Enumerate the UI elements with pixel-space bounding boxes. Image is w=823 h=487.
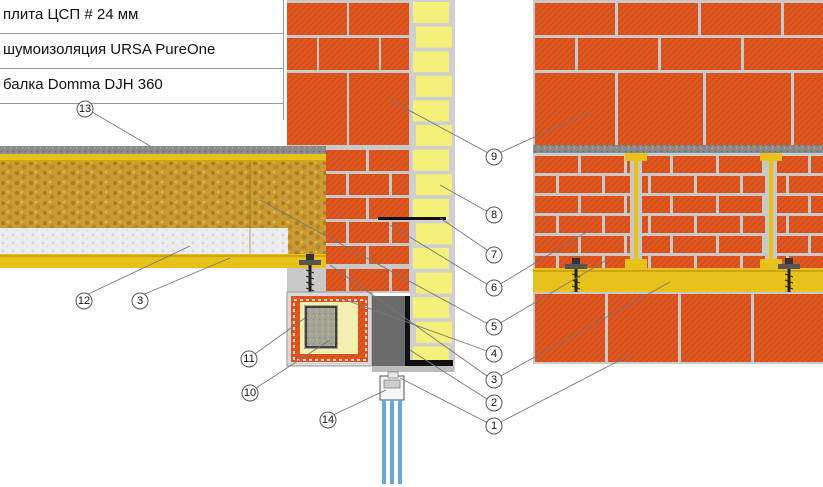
brick <box>697 176 740 193</box>
callout-12: 12 <box>75 292 93 310</box>
svg-text:3: 3 <box>491 374 497 386</box>
svg-text:13: 13 <box>79 103 91 115</box>
brick <box>789 216 823 233</box>
brick <box>743 176 786 193</box>
brick <box>535 236 578 253</box>
leader-lines <box>83 99 671 425</box>
svg-text:6: 6 <box>491 282 497 294</box>
facing-brick <box>413 297 449 319</box>
svg-text:10: 10 <box>244 387 256 399</box>
window-frame <box>379 371 405 484</box>
callout-10: 10 <box>241 384 259 402</box>
svg-text:11: 11 <box>243 353 254 365</box>
svg-text:8: 8 <box>491 209 497 221</box>
brick <box>811 196 823 213</box>
facing-brick-column <box>410 0 455 372</box>
brick <box>535 156 578 173</box>
callout-8: 8 <box>485 206 503 224</box>
brick <box>651 176 694 193</box>
facing-brick <box>413 51 449 73</box>
svg-text:3: 3 <box>137 295 143 307</box>
facing-brick <box>416 174 452 196</box>
svg-text:12: 12 <box>78 295 90 307</box>
svg-text:9: 9 <box>491 151 497 163</box>
callout-1: 1 <box>485 417 503 435</box>
brick <box>535 196 578 213</box>
brick <box>581 236 624 253</box>
brick <box>811 156 823 173</box>
facing-brick <box>413 198 449 220</box>
brick <box>535 216 556 233</box>
callout-2: 2 <box>485 394 503 412</box>
legend-table: плита ЦСП # 24 мм шумоизоляция URSA Pure… <box>0 0 284 120</box>
facing-brick <box>416 125 452 146</box>
brick <box>673 156 716 173</box>
facing-brick <box>416 223 452 245</box>
callout-6: 6 <box>485 279 503 297</box>
left-upper-brick-wall <box>287 0 410 148</box>
wall-tie <box>378 217 446 220</box>
right-bolts <box>565 258 800 298</box>
callout-4: 4 <box>485 345 503 363</box>
right-lower-brick-wall <box>533 292 823 364</box>
brick <box>743 216 786 233</box>
facing-brick <box>416 26 452 48</box>
right-upper-brick-wall <box>533 0 823 153</box>
brick <box>651 216 694 233</box>
facing-brick <box>413 248 449 269</box>
callout-14: 14 <box>319 411 337 429</box>
brick <box>581 156 624 173</box>
brick <box>559 176 602 193</box>
brick <box>789 176 823 193</box>
svg-text:5: 5 <box>491 321 497 333</box>
callout-13: 13 <box>76 100 94 118</box>
callout-7: 7 <box>485 246 503 264</box>
brick <box>697 216 740 233</box>
brick <box>535 176 556 193</box>
facing-brick <box>413 2 449 23</box>
brick <box>719 236 762 253</box>
callout-3-left: 3 <box>131 292 149 310</box>
svg-text:1: 1 <box>491 420 497 432</box>
svg-text:2: 2 <box>491 397 497 409</box>
callouts: 13 12 3 11 10 14 9 8 7 6 5 4 3 2 1 <box>75 100 503 435</box>
facing-brick <box>413 100 449 122</box>
svg-text:7: 7 <box>491 249 497 261</box>
right-beam <box>533 268 823 292</box>
brick <box>719 196 762 213</box>
lintel-block <box>286 291 373 367</box>
facing-brick <box>416 75 452 97</box>
callout-11: 11 <box>240 350 258 368</box>
callout-9: 9 <box>485 148 503 166</box>
brick <box>673 196 716 213</box>
brick <box>581 196 624 213</box>
floor-slab <box>0 146 326 268</box>
steel-angle <box>372 296 454 372</box>
svg-text:4: 4 <box>491 348 497 360</box>
legend-row-sound-insulation: шумоизоляция URSA PureOne <box>0 34 283 69</box>
brick <box>719 156 762 173</box>
facing-brick <box>416 272 452 294</box>
svg-text:14: 14 <box>322 414 334 426</box>
brick <box>673 236 716 253</box>
callout-3-right: 3 <box>485 371 503 389</box>
brick <box>811 236 823 253</box>
callout-5: 5 <box>485 318 503 336</box>
brick <box>559 216 602 233</box>
legend-row-csp-board: плита ЦСП # 24 мм <box>0 0 283 34</box>
legend-row-beam: балка Domma DJH 360 <box>0 69 283 104</box>
right-mid-brick-wall <box>533 153 823 273</box>
facing-brick <box>413 149 449 171</box>
